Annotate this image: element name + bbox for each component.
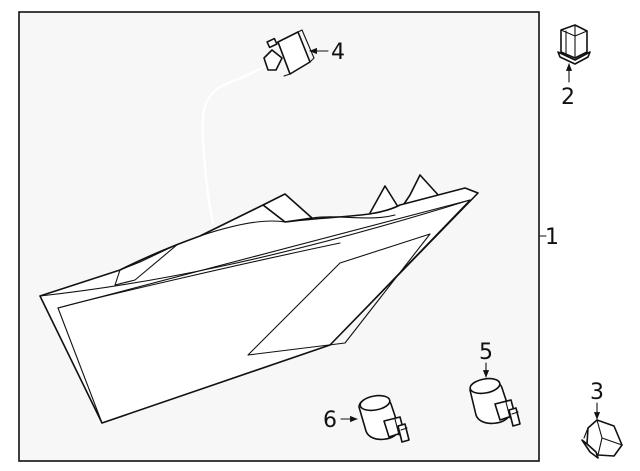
callout-1: 1 [538, 225, 559, 250]
callout-5: 5 [479, 340, 493, 378]
part-5-bulb-socket[interactable] [469, 377, 521, 427]
callout-6: 6 [323, 408, 358, 433]
callout-3-label: 3 [590, 380, 604, 405]
callout-5-label: 5 [479, 340, 493, 365]
callout-6-label: 6 [323, 408, 337, 433]
tail-lamp-assembly[interactable] [39, 174, 479, 424]
callout-4: 4 [309, 40, 345, 65]
connector-plug [263, 29, 315, 77]
part-3-nut[interactable] [581, 419, 623, 459]
part-2-nut[interactable] [557, 24, 591, 65]
callout-2-label: 2 [561, 85, 575, 110]
part-6-bulb-socket[interactable] [358, 394, 410, 443]
callout-4-label: 4 [331, 40, 345, 65]
callout-3: 3 [590, 380, 604, 420]
callout-2: 2 [561, 63, 575, 110]
callout-1-label: 1 [545, 225, 559, 250]
wiring-harness[interactable] [201, 29, 315, 225]
